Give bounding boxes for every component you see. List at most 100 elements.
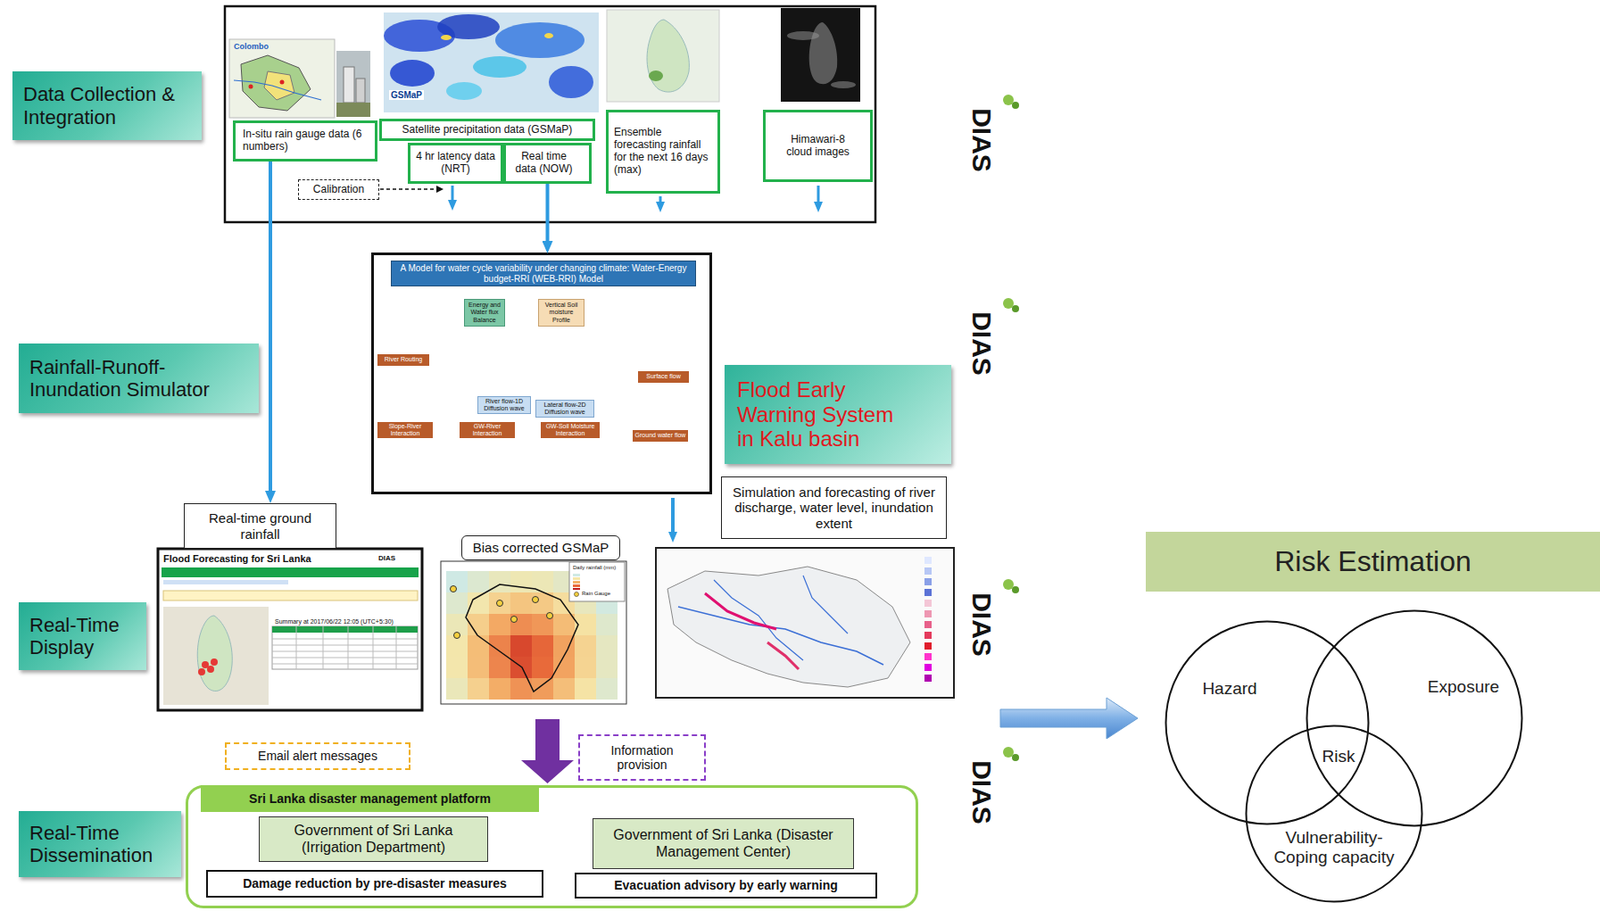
heat-cell <box>596 678 618 700</box>
satellite-rainfall-image <box>440 34 452 41</box>
himawari-cloud-image <box>780 8 861 102</box>
inundation-map <box>924 567 932 575</box>
heat-cell <box>510 613 532 636</box>
node-text: River flow-1D Diffusion wave <box>480 397 529 413</box>
himawari-cloud-image <box>830 81 856 89</box>
heat-cell <box>531 635 554 657</box>
basin-outline <box>465 584 579 692</box>
basin-map-image <box>264 71 295 100</box>
node-text: Satellite precipitation data (GSMaP) <box>402 124 573 137</box>
node-text: Himawari-8 cloud images <box>783 133 853 159</box>
basin-outline <box>450 584 580 692</box>
satellite-rainfall-image <box>383 12 599 113</box>
inundation-map <box>704 593 777 630</box>
flow-connector <box>268 161 273 493</box>
circle-outline <box>1307 611 1523 827</box>
flow-arrows <box>817 185 821 204</box>
data-box: Satellite precipitation data (GSMaP) <box>379 118 596 141</box>
satellite-rainfall-image <box>544 33 554 39</box>
node-text: Flood Early Warning System in Kalu basin <box>737 377 916 452</box>
flow-arrows <box>659 196 663 204</box>
heat-cell <box>489 656 511 679</box>
logo-text: DIAS <box>378 555 396 564</box>
calibration-arrow <box>380 188 438 191</box>
node-text: Government of Sri Lanka (Irrigation Depa… <box>265 822 482 856</box>
node-text: Damage reduction by pre-disaster measure… <box>242 876 507 891</box>
node-text: Simulation and forecasting of river disc… <box>727 484 941 531</box>
screenshot-title: Flood Forecasting for Sri Lanka <box>163 553 312 564</box>
note-box: Bias corrected GSMaP <box>461 535 621 561</box>
platform-panel: Sri Lanka disaster management platformGo… <box>185 785 919 909</box>
inundation-map <box>924 610 932 618</box>
legend-title: Daily rainfall (mm) <box>572 564 616 572</box>
website-screenshot <box>210 658 218 666</box>
data-box: 4 hr latency data (NRT) <box>407 142 504 184</box>
node-text: Data Collection & Integration <box>23 82 175 129</box>
venn-label: Risk <box>1322 747 1356 767</box>
heat-cell <box>467 656 490 679</box>
data-box: Himawari-8 cloud images <box>762 109 873 183</box>
flow-arrows <box>671 497 675 534</box>
node-text: River Routing <box>384 356 423 364</box>
dias-leaf-icon <box>1003 746 1014 758</box>
circle-outline <box>1305 609 1524 828</box>
heat-cell <box>553 635 575 657</box>
stage-label: Real-Time Display <box>18 602 147 671</box>
basin-map-image <box>248 84 254 90</box>
inundation-map <box>924 674 932 682</box>
website-screenshot <box>157 548 423 711</box>
rain-gauge-photo <box>336 50 371 117</box>
node-text: Vulnerability- Coping capacity <box>1258 828 1410 868</box>
website-screenshot <box>163 590 418 601</box>
logo-text: DIAS <box>967 760 997 825</box>
website-screenshot <box>207 665 215 673</box>
basin-outline <box>454 632 461 639</box>
satellite-rainfall-image <box>548 66 594 99</box>
stage-label: Real-Time Dissemination <box>18 811 182 878</box>
heatmap-legend <box>572 584 581 588</box>
website-screenshot <box>323 626 324 670</box>
heat-cell <box>574 678 597 700</box>
inundation-map <box>924 599 932 607</box>
node-text: 4 hr latency data (NRT) <box>415 150 496 176</box>
heatmap-legend <box>569 562 625 602</box>
inundation-map <box>803 575 848 634</box>
model-tag: River Routing <box>377 354 430 366</box>
node-text: Real-time ground rainfall <box>190 510 331 542</box>
node-text: Ground water flow <box>635 431 687 440</box>
flow-connector <box>546 183 550 243</box>
node-text: In-situ rain gauge data (6 numbers) <box>242 128 368 154</box>
website-screenshot <box>163 606 269 705</box>
sri-lanka-map-image <box>648 70 664 82</box>
model-tag: GW-Soil Moisture Interaction <box>540 422 600 439</box>
heatmap-legend <box>572 588 581 590</box>
heat-cell <box>596 613 618 636</box>
agency-box: Government of Sri Lanka (Disaster Manage… <box>592 818 854 870</box>
dias-leaf-icon <box>1011 586 1020 594</box>
heat-cell <box>553 613 575 636</box>
heatmap-legend <box>569 562 625 602</box>
basin-map-image <box>240 55 311 111</box>
inundation-map <box>655 547 954 698</box>
himawari-cloud-image <box>809 22 838 84</box>
risk-arrow <box>1000 697 1138 739</box>
model-tag: River flow-1D Diffusion wave <box>477 396 531 415</box>
heat-cell <box>467 678 490 700</box>
agency-box: Government of Sri Lanka (Irrigation Depa… <box>258 816 489 863</box>
basin-map-image <box>229 39 335 118</box>
dias-leaf-icon <box>1003 579 1014 590</box>
node-text: Real-Time Display <box>29 613 138 660</box>
circle-outline <box>1246 726 1423 903</box>
node-text: A Model for water cycle variability unde… <box>390 260 697 287</box>
heatmap-legend <box>572 580 581 584</box>
node-text: Real-Time Dissemination <box>29 821 173 868</box>
data-panel-frame <box>224 6 876 223</box>
stage-label: Data Collection & Integration <box>12 71 202 141</box>
venn-circle: Exposure <box>1305 609 1524 828</box>
heat-cell <box>553 678 575 700</box>
node-text: Lateral flow-2D Diffusion wave <box>538 401 592 416</box>
inundation-map <box>655 547 954 698</box>
outcome-box: Damage reduction by pre-disaster measure… <box>206 870 544 898</box>
heat-cell <box>574 656 597 679</box>
data-box: In-situ rain gauge data (6 numbers) <box>232 120 378 162</box>
